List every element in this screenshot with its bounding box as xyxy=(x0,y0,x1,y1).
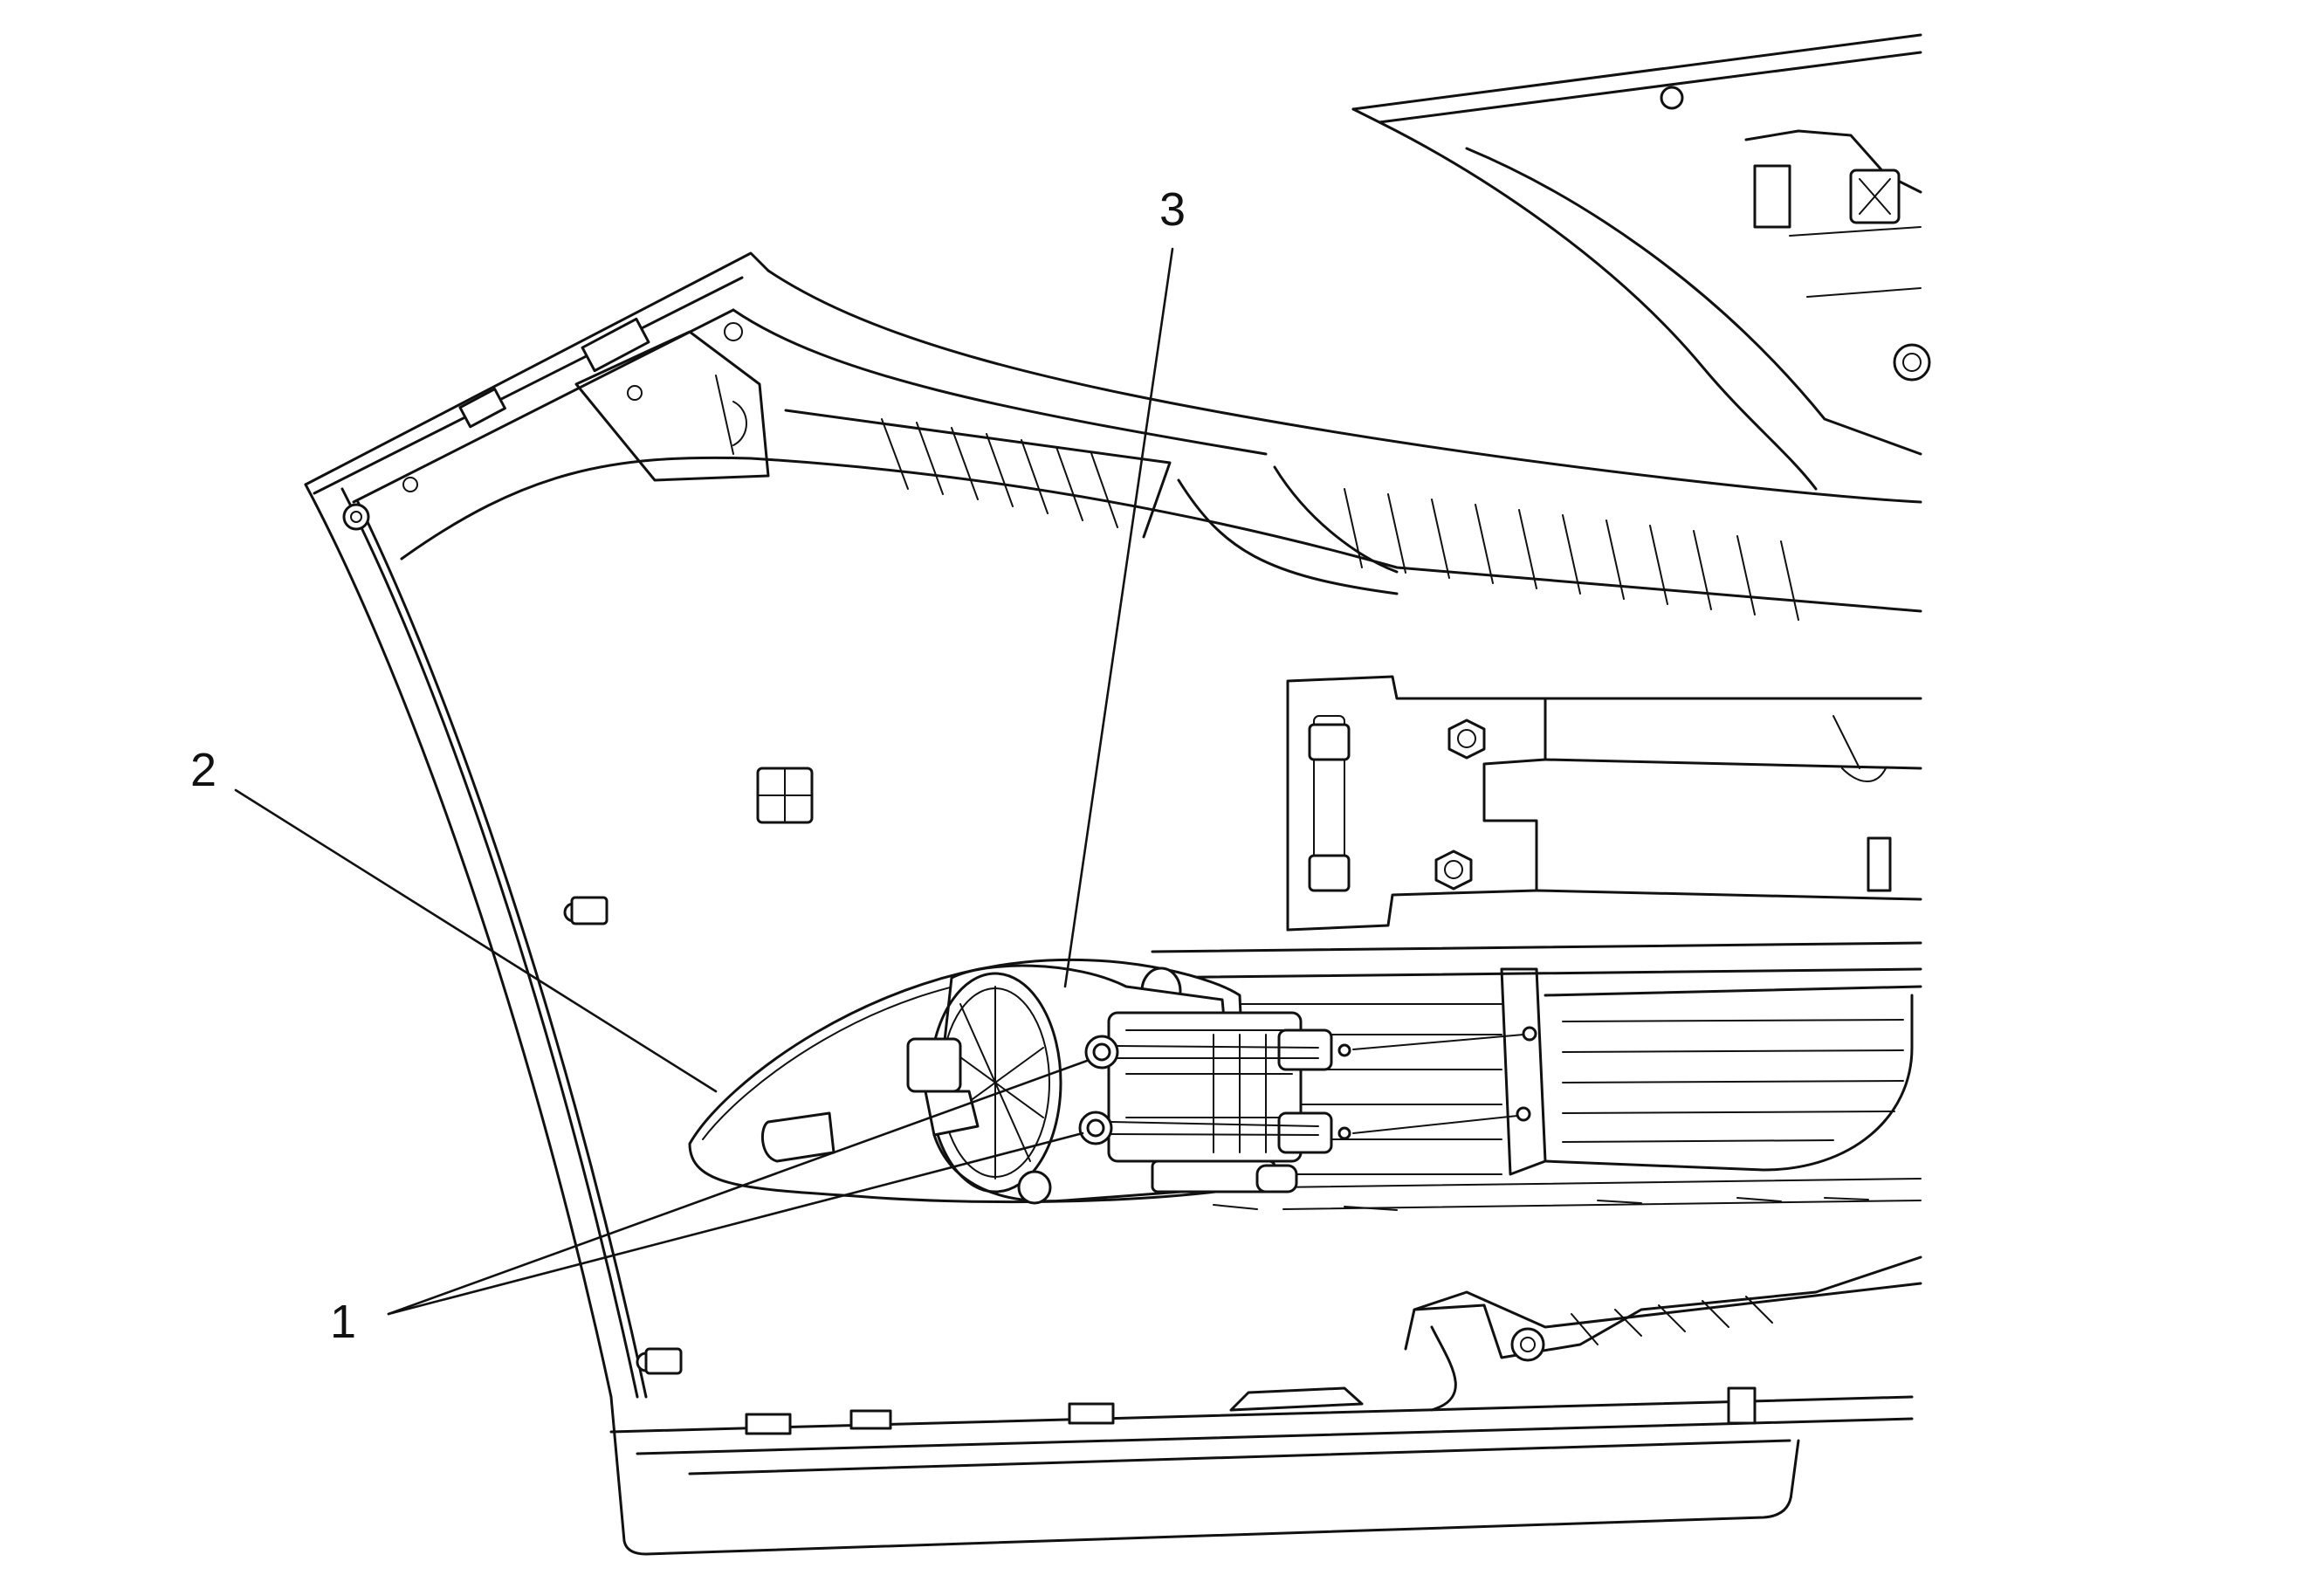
fog-lamp-assembly xyxy=(906,964,1351,1205)
upper-bolt xyxy=(1084,1026,1537,1070)
lower-grille xyxy=(1133,941,1922,1211)
callout-2: 2 xyxy=(190,744,217,796)
upper-right-panel xyxy=(1351,33,1931,491)
reference-square xyxy=(756,767,814,824)
lower-clips xyxy=(563,896,1364,1435)
mounting-bolts xyxy=(1078,1026,1537,1145)
callout-group-2: 2 xyxy=(190,744,718,1093)
center-mount-bracket xyxy=(1286,675,1922,932)
callout-group-3: 3 xyxy=(1063,183,1186,988)
top-left-bracket xyxy=(342,317,770,531)
callout-3: 3 xyxy=(1159,183,1186,236)
lower-right-bracket xyxy=(1404,1255,1922,1425)
callout-group-1: 1 xyxy=(330,1059,1089,1348)
lower-bolt xyxy=(1078,1106,1531,1145)
bumper-fascia xyxy=(304,33,1931,1556)
upper-ribs xyxy=(881,418,1799,621)
callout-1: 1 xyxy=(330,1296,356,1348)
